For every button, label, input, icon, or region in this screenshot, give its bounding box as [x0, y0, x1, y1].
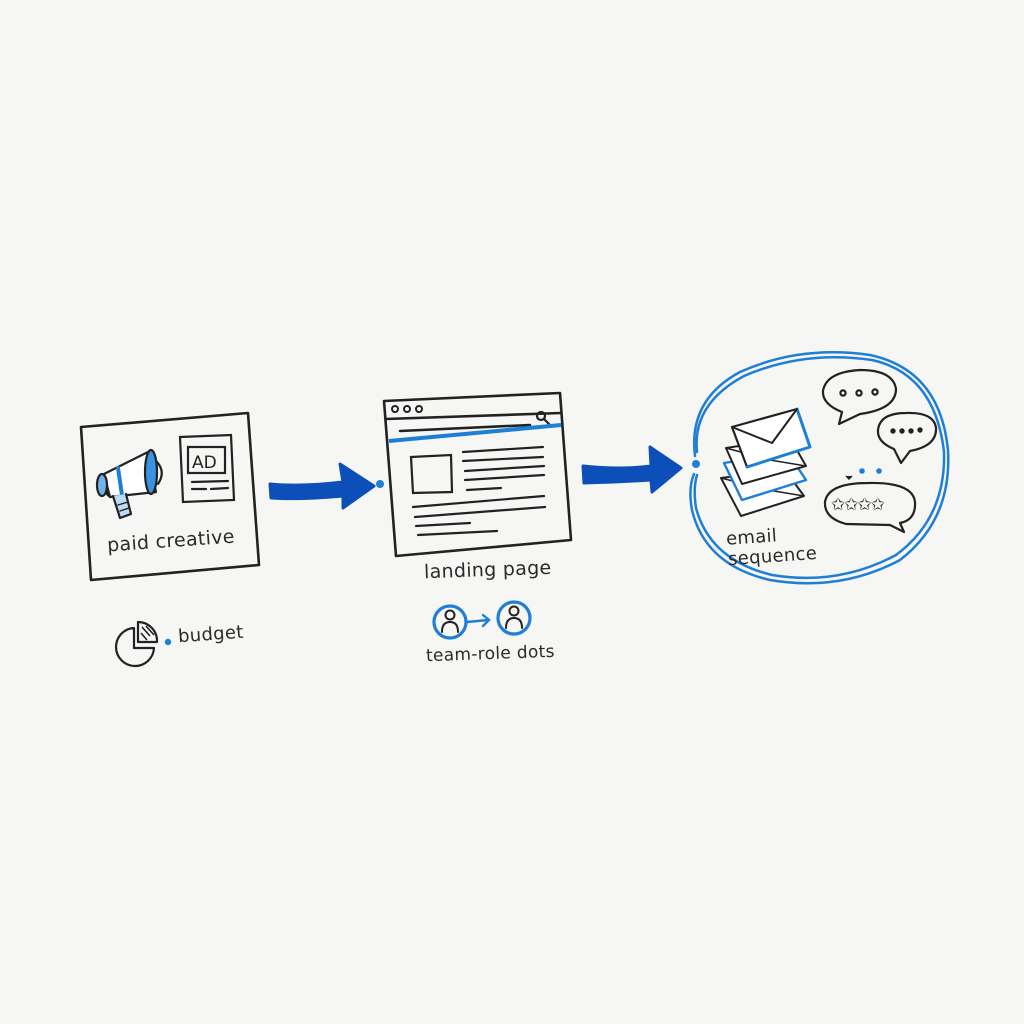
landing-page-label: landing page	[423, 556, 552, 584]
speech-bubble-icon	[876, 411, 938, 465]
speech-bubble-icon	[821, 368, 898, 426]
rating-bubble-icon	[823, 481, 917, 534]
typing-dots	[845, 468, 882, 480]
rating-stars: ✩✩✩✩	[831, 495, 885, 515]
paid-creative-box	[79, 411, 261, 582]
megaphone-icon	[95, 448, 163, 520]
browser-accent-bar	[388, 423, 562, 443]
browser-content	[409, 445, 547, 537]
arrow-1	[268, 462, 384, 510]
search-icon[interactable]	[535, 410, 552, 427]
envelope-stack-icon	[720, 407, 812, 517]
ad-text: AD	[192, 453, 217, 473]
email-sequence-outline	[689, 351, 950, 585]
arrow-2	[581, 445, 700, 494]
browser-window-icon	[382, 391, 573, 558]
ad-card-icon	[178, 433, 236, 504]
